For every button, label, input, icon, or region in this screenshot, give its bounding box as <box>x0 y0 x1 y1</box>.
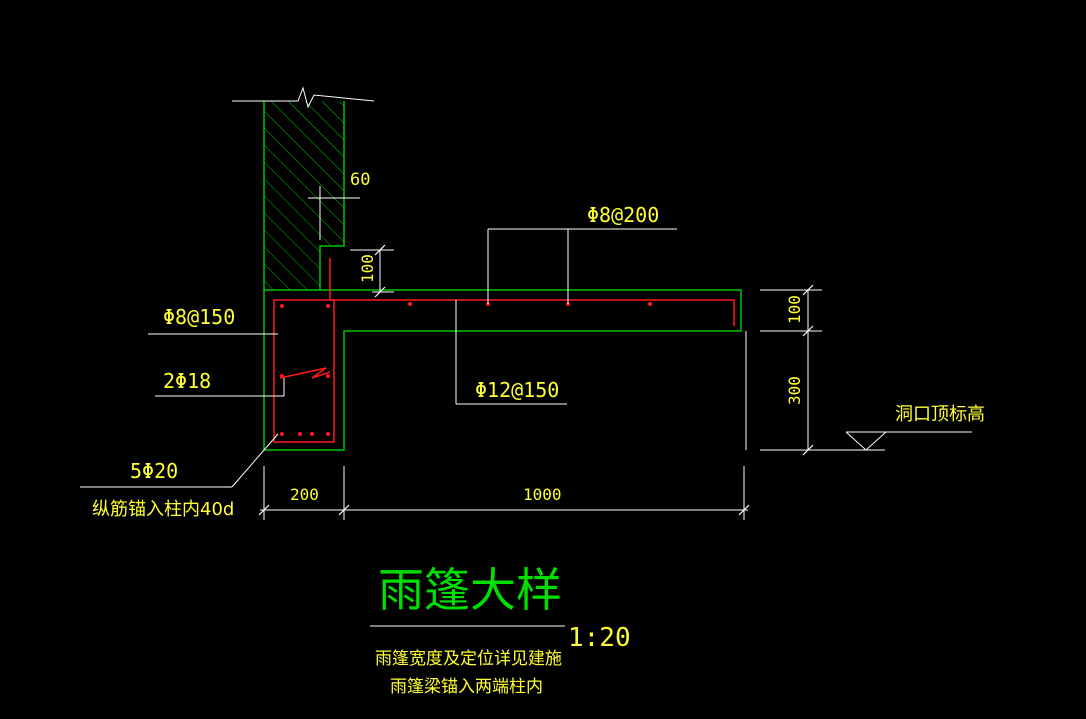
label-stirrup: Φ8@150 <box>163 305 235 329</box>
note-line-2: 雨篷梁锚入两端柱内 <box>390 677 543 697</box>
labels: 60 100 Φ8@200 Φ12@150 Φ8@150 2Φ18 5Φ20 纵… <box>92 170 985 697</box>
rebar-dots <box>280 302 652 436</box>
dim-beam-depth: 300 <box>785 376 804 405</box>
label-bottom-main: 5Φ20 <box>130 459 178 483</box>
label-level-mark: 洞口顶标高 <box>895 404 985 425</box>
dim-step: 100 <box>358 254 377 283</box>
rebar <box>273 258 735 443</box>
note-line-1: 雨篷宽度及定位详见建施 <box>375 649 562 669</box>
label-anchor-note: 纵筋锚入柱内40d <box>92 499 234 520</box>
dim-cantilever: 1000 <box>523 485 562 504</box>
drawing-scale: 1:20 <box>568 623 631 653</box>
dim-wall-offset: 60 <box>350 170 370 190</box>
dimension-lines <box>80 186 972 627</box>
wall-section <box>232 86 375 290</box>
dim-ticks <box>258 244 814 516</box>
drawing-title: 雨篷大样 <box>378 563 562 617</box>
beam-bent-rebar <box>279 367 331 379</box>
dim-beam-width: 200 <box>290 485 319 504</box>
label-bottom-bar: Φ12@150 <box>475 378 559 402</box>
label-mid-bars: 2Φ18 <box>163 369 211 393</box>
stirrup-rebar <box>273 299 335 443</box>
label-top-bar: Φ8@200 <box>587 203 659 227</box>
concrete-outline <box>263 289 742 451</box>
slab-top-rebar <box>329 258 735 326</box>
dim-slab-thickness: 100 <box>785 295 804 324</box>
